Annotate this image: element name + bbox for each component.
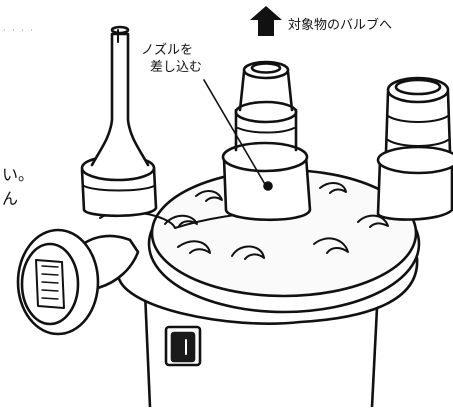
nozzle-middle	[221, 60, 312, 222]
left-edge-text-line2: ん	[2, 189, 19, 208]
nozzle-left	[80, 25, 158, 218]
top-left-dots: · · · ·	[3, 26, 35, 35]
arrow-to-valve-label: 対象物のバルブへ	[288, 18, 393, 33]
pressure-gauge-icon	[16, 228, 100, 336]
nozzle-right	[376, 76, 453, 221]
nozzle-insert-label-line1: ノズルを	[141, 43, 194, 58]
left-edge-text-line1: い。	[2, 165, 35, 184]
leader-line	[203, 79, 267, 187]
power-switch-icon	[164, 325, 202, 367]
nozzle-insert-label-line2: 差し込む	[150, 60, 203, 75]
arrow-up-icon	[250, 6, 282, 36]
